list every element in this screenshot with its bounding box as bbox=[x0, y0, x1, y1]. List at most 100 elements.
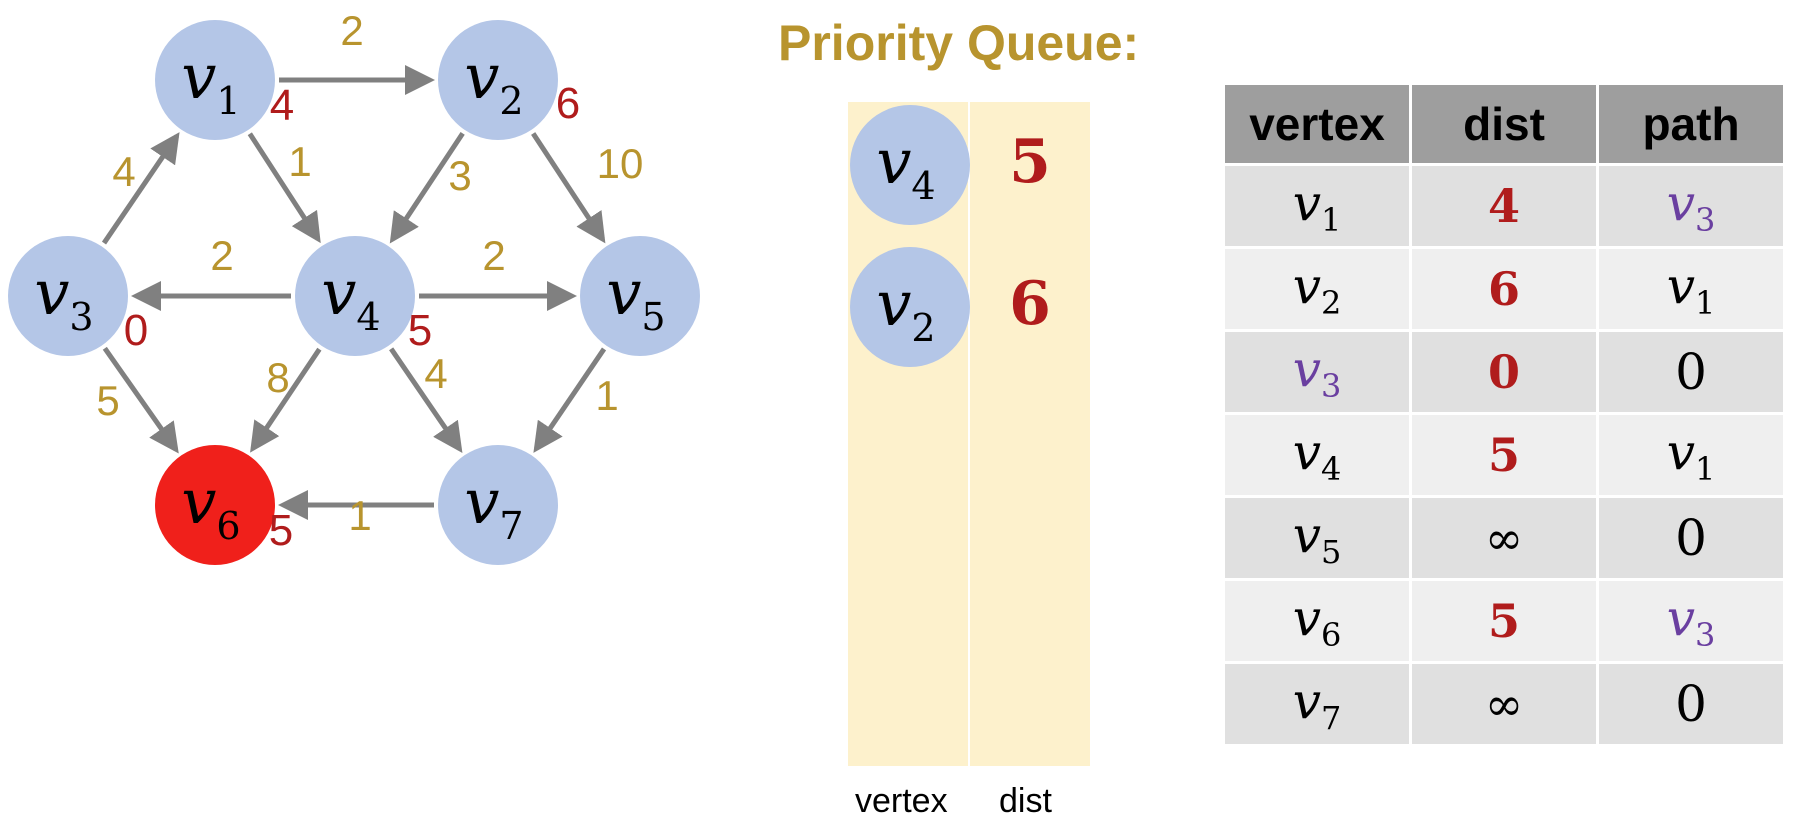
cell-vertex: v4 bbox=[1222, 412, 1412, 498]
node-v7-circle bbox=[438, 445, 558, 565]
path-label: 0 bbox=[1675, 675, 1707, 733]
node-dist-v2: 6 bbox=[556, 79, 580, 128]
vertex-label: v4 bbox=[1292, 422, 1342, 488]
cell-dist: 6 bbox=[1409, 246, 1599, 332]
edge-weight-v3-v1: 4 bbox=[112, 148, 135, 195]
pq-entry-1-dist: 6 bbox=[1009, 269, 1051, 339]
node-v7: v7 bbox=[438, 445, 558, 565]
edge-v5-v7 bbox=[533, 347, 607, 453]
node-v4: v4 bbox=[295, 236, 415, 356]
pq-entry-0-vertex-label: v4 bbox=[876, 125, 935, 208]
priority-queue-title: Priority Queue: bbox=[778, 15, 1140, 71]
node-v6-label: v6 bbox=[181, 465, 240, 548]
node-dist-v4: 5 bbox=[408, 306, 432, 355]
edge-v2-v4 bbox=[389, 131, 465, 244]
node-v2-circle bbox=[438, 20, 558, 140]
cell-vertex: v6 bbox=[1222, 578, 1412, 664]
edge-weight-v7-v6: 1 bbox=[348, 492, 371, 539]
edge-v2-v5 bbox=[531, 132, 606, 244]
pq-entry-0-dist: 5 bbox=[1009, 127, 1051, 197]
node-v5-label: v5 bbox=[606, 256, 665, 339]
node-v3: v3 bbox=[8, 236, 128, 356]
table-row: v2 6 v1 bbox=[1222, 246, 1786, 332]
node-v1-circle bbox=[155, 20, 275, 140]
edge-weight-v4-v5: 2 bbox=[482, 232, 505, 279]
node-v7-label: v7 bbox=[464, 465, 523, 548]
cell-dist: 0 bbox=[1409, 329, 1599, 415]
edge-v4-v7 bbox=[389, 347, 463, 454]
node-v4-circle bbox=[295, 236, 415, 356]
cell-vertex: v5 bbox=[1222, 495, 1412, 581]
pq-dist-column-label: dist bbox=[999, 782, 1052, 820]
cell-dist: ∞ bbox=[1409, 661, 1599, 747]
path-label: v3 bbox=[1666, 173, 1716, 239]
edge-weight-v4-v6: 8 bbox=[266, 354, 289, 401]
node-v2-label: v2 bbox=[464, 40, 523, 123]
cell-path: 0 bbox=[1596, 495, 1786, 581]
pq-entry-1-vertex-circle bbox=[850, 247, 970, 367]
node-v6-circle bbox=[155, 445, 275, 565]
header-dist: dist bbox=[1409, 82, 1599, 166]
table-header-row: vertex dist path bbox=[1222, 82, 1786, 166]
header-path: path bbox=[1596, 82, 1786, 166]
pq-entry-0-vertex: v4 bbox=[850, 105, 970, 225]
table-row: v6 5 v3 bbox=[1222, 578, 1786, 664]
edge-weight-v4-v3: 2 bbox=[210, 232, 233, 279]
edge-v1-v4 bbox=[247, 132, 321, 244]
edge-weight-v2-v4: 3 bbox=[448, 152, 471, 199]
vertex-label: v2 bbox=[1292, 256, 1342, 322]
path-label: v1 bbox=[1666, 422, 1716, 488]
cell-path: v1 bbox=[1596, 246, 1786, 332]
header-vertex: vertex bbox=[1222, 82, 1412, 166]
cell-path: 0 bbox=[1596, 661, 1786, 747]
vertex-label: v1 bbox=[1292, 173, 1342, 239]
cell-dist: ∞ bbox=[1409, 495, 1599, 581]
edge-weight-v3-v6: 5 bbox=[96, 377, 119, 424]
node-v2: v2 bbox=[438, 20, 558, 140]
edge-v3-v1 bbox=[101, 132, 180, 245]
node-dist-v1: 4 bbox=[270, 81, 294, 130]
path-label: v3 bbox=[1666, 588, 1716, 654]
cell-vertex: v7 bbox=[1222, 661, 1412, 747]
node-v1-label: v1 bbox=[181, 40, 240, 123]
node-v6: v6 bbox=[155, 445, 275, 565]
node-dist-v6: 5 bbox=[269, 506, 293, 555]
cell-path: 0 bbox=[1596, 329, 1786, 415]
node-dist-v3: 0 bbox=[124, 306, 148, 355]
path-label: 0 bbox=[1675, 509, 1707, 567]
node-v5: v5 bbox=[580, 236, 700, 356]
vertex-label: v5 bbox=[1292, 505, 1342, 571]
edge-weight-v5-v7: 1 bbox=[595, 372, 618, 419]
cell-path: v3 bbox=[1596, 578, 1786, 664]
table-row: v7 ∞ 0 bbox=[1222, 661, 1786, 747]
table-row: v5 ∞ 0 bbox=[1222, 495, 1786, 581]
cell-vertex: v2 bbox=[1222, 246, 1412, 332]
pq-vertex-column-label: vertex bbox=[855, 782, 948, 820]
node-v3-circle bbox=[8, 236, 128, 356]
edge-weight-v4-v7: 4 bbox=[424, 350, 447, 397]
edge-v4-v6 bbox=[250, 347, 322, 453]
vertex-label: v6 bbox=[1292, 588, 1342, 654]
cell-dist: 5 bbox=[1409, 578, 1599, 664]
cell-vertex: v3 bbox=[1222, 329, 1412, 415]
edge-weight-v1-v4: 1 bbox=[288, 138, 311, 185]
path-label: v1 bbox=[1666, 256, 1716, 322]
vertex-label: v7 bbox=[1292, 671, 1342, 737]
edge-v3-v6 bbox=[102, 346, 179, 454]
node-v3-label: v3 bbox=[34, 256, 93, 339]
cell-path: v1 bbox=[1596, 412, 1786, 498]
cell-vertex: v1 bbox=[1222, 163, 1412, 249]
node-v5-circle bbox=[580, 236, 700, 356]
edge-weight-v2-v5: 10 bbox=[597, 140, 644, 187]
path-label: 0 bbox=[1675, 343, 1707, 401]
pq-entry-0-vertex-circle bbox=[850, 105, 970, 225]
node-v1: v1 bbox=[155, 20, 275, 140]
